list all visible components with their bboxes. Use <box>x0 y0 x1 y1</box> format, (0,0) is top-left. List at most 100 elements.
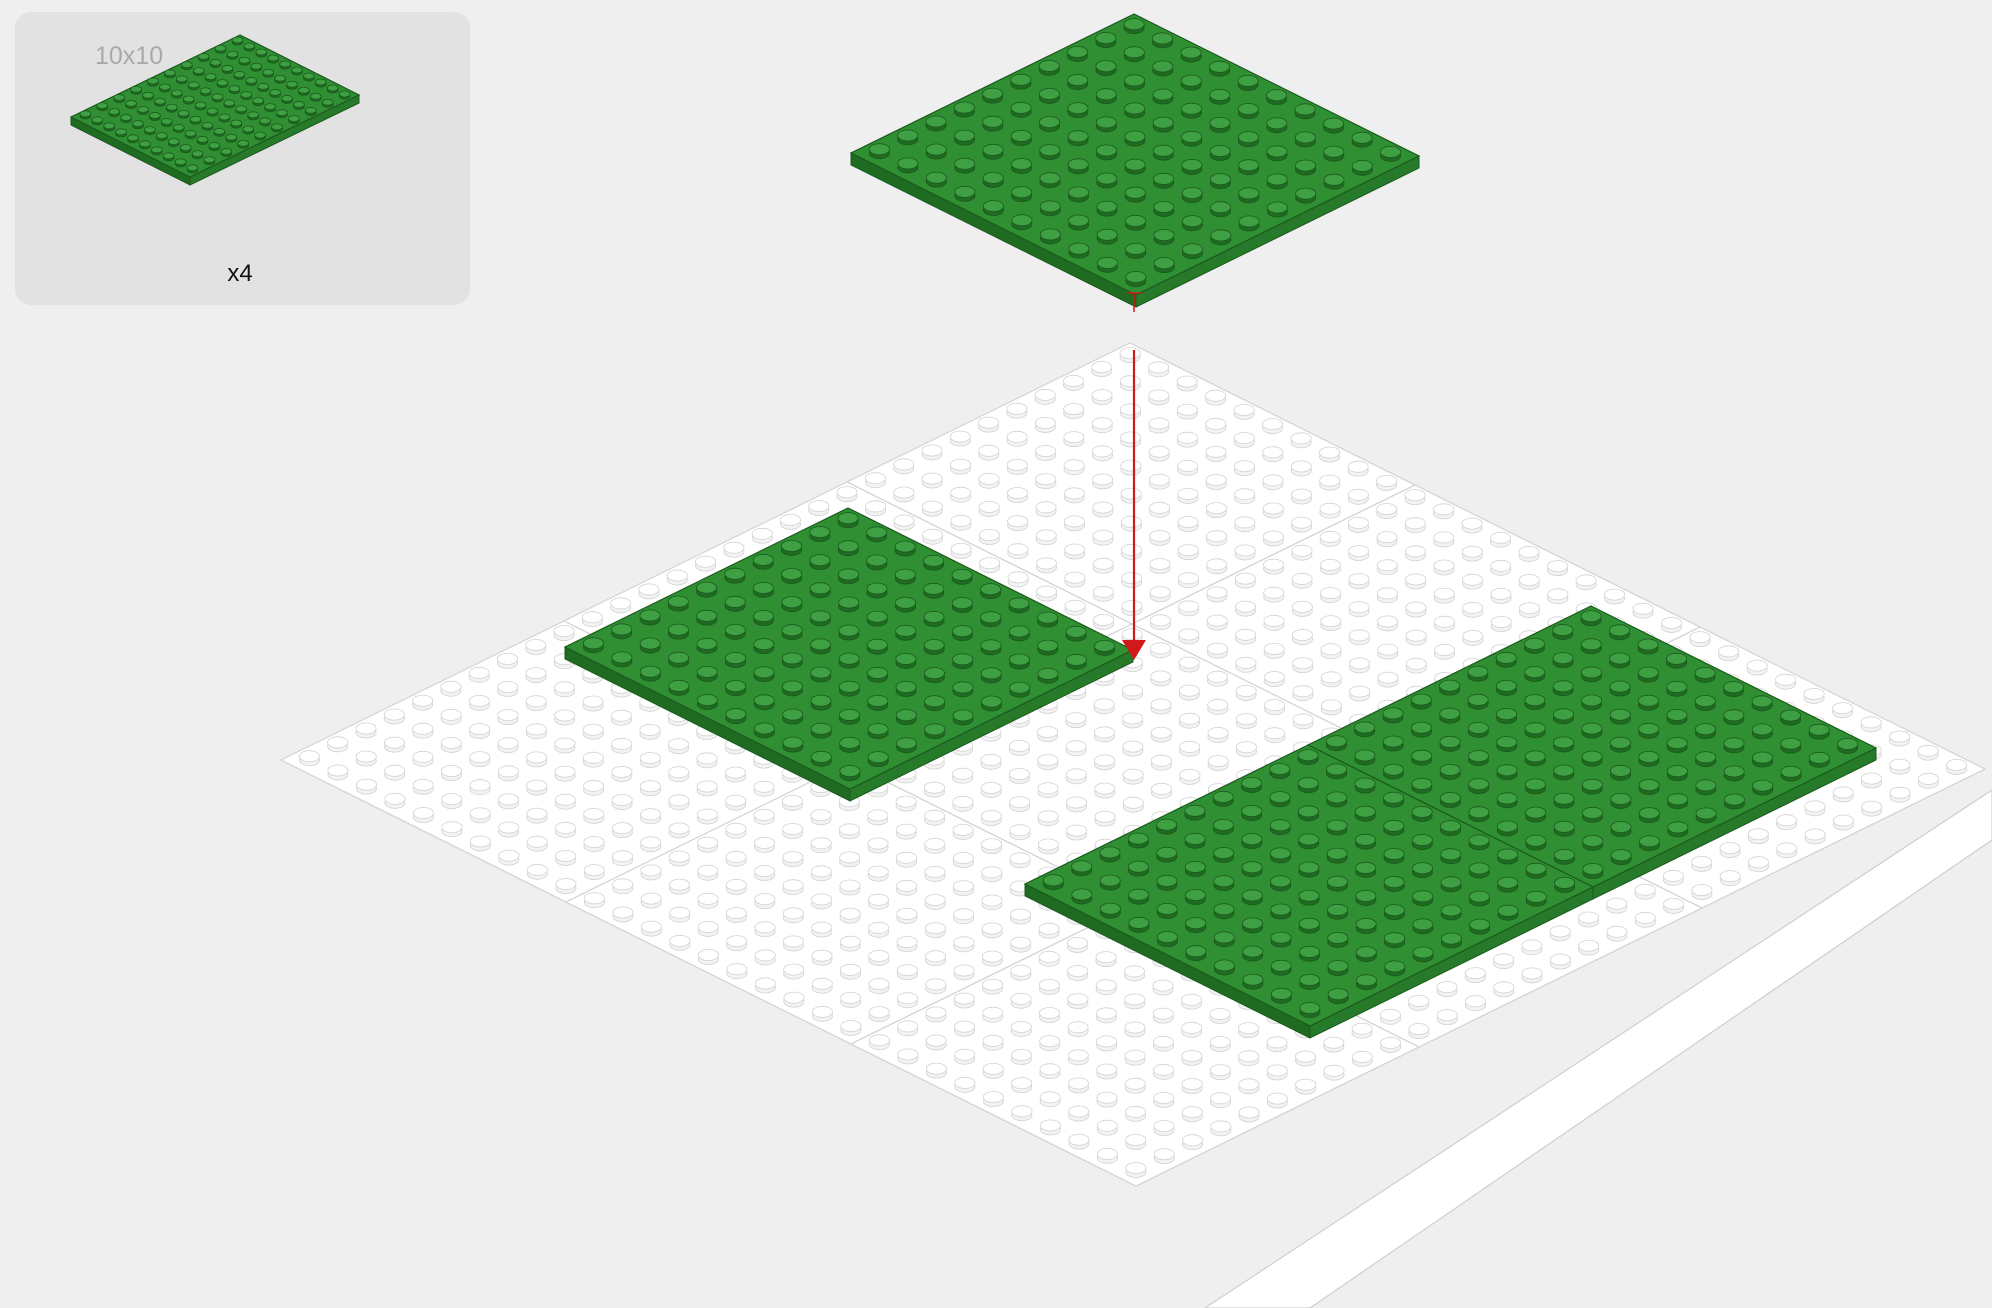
stud <box>151 147 162 155</box>
stud <box>1320 531 1340 546</box>
stud <box>1093 614 1113 629</box>
stud <box>1067 937 1087 952</box>
stud <box>755 894 775 909</box>
stud <box>954 130 974 145</box>
stud <box>1411 722 1431 737</box>
stud <box>983 116 1003 131</box>
stud <box>1092 474 1112 489</box>
stud <box>239 57 250 65</box>
stud <box>1326 764 1346 779</box>
stud <box>981 782 1001 797</box>
stud <box>754 667 774 682</box>
stud <box>1748 829 1768 844</box>
stud <box>697 610 717 625</box>
stud <box>1214 876 1234 891</box>
stud <box>1242 862 1262 877</box>
stud <box>669 652 689 667</box>
stud <box>1804 688 1824 703</box>
stud <box>221 148 232 156</box>
stud <box>1206 418 1226 433</box>
stud <box>780 514 800 529</box>
stud <box>1012 187 1032 202</box>
stud <box>923 555 943 570</box>
stud <box>727 964 747 979</box>
stud <box>1094 640 1114 655</box>
stud <box>1095 811 1115 826</box>
stud <box>981 696 1001 711</box>
stud <box>1497 737 1517 752</box>
stud <box>954 909 974 924</box>
stud <box>104 123 115 131</box>
stud <box>1181 103 1201 118</box>
stud <box>255 132 266 140</box>
stud <box>1236 685 1256 700</box>
stud <box>1355 834 1375 849</box>
stud <box>1295 1051 1315 1066</box>
stud <box>1092 446 1112 461</box>
stud <box>1121 544 1141 559</box>
stud <box>1122 572 1142 587</box>
stud <box>1554 765 1574 780</box>
stud <box>1152 33 1172 48</box>
stud <box>926 172 946 187</box>
stud <box>526 696 546 711</box>
stud <box>139 141 150 149</box>
stud <box>499 822 519 837</box>
stud <box>1012 1078 1032 1093</box>
stud <box>1724 710 1744 725</box>
stud <box>755 978 775 993</box>
stud <box>1096 89 1116 104</box>
stud <box>812 922 832 937</box>
stud <box>897 908 917 923</box>
stud <box>1242 890 1262 905</box>
stud <box>1068 159 1088 174</box>
stud <box>810 583 830 598</box>
stud <box>253 98 264 106</box>
stud <box>156 133 167 141</box>
stud <box>1377 616 1397 631</box>
stud <box>1185 889 1205 904</box>
stud <box>641 865 661 880</box>
stud <box>1582 779 1602 794</box>
stud <box>1696 808 1716 823</box>
stud <box>982 88 1002 103</box>
stud <box>1243 974 1263 989</box>
stud <box>554 626 574 641</box>
stud <box>810 611 830 626</box>
stud <box>1125 1050 1145 1065</box>
stud <box>1356 918 1376 933</box>
stud <box>1011 993 1031 1008</box>
stud <box>1151 727 1171 742</box>
stud <box>1239 1079 1259 1094</box>
stud <box>1638 695 1658 710</box>
stud <box>193 68 204 76</box>
stud <box>925 866 945 881</box>
stud <box>1356 890 1376 905</box>
stud <box>695 556 715 571</box>
stud <box>867 611 887 626</box>
stud <box>922 445 942 460</box>
stud <box>1178 488 1198 503</box>
stud <box>1096 952 1116 967</box>
stud <box>982 895 1002 910</box>
stud <box>670 935 690 950</box>
stud <box>811 810 831 825</box>
stud <box>1235 573 1255 588</box>
stud <box>726 795 746 810</box>
stud <box>1235 517 1255 532</box>
stud <box>981 612 1001 627</box>
stud <box>1833 815 1853 830</box>
stud <box>1690 632 1710 647</box>
stud <box>1210 1065 1230 1080</box>
stud <box>1036 586 1056 601</box>
stud <box>1209 61 1229 76</box>
stud <box>1437 981 1457 996</box>
stud <box>1243 946 1263 961</box>
stud <box>1153 145 1173 160</box>
stud <box>895 569 915 584</box>
stud <box>1123 713 1143 728</box>
stud <box>1292 545 1312 560</box>
stud <box>1380 146 1400 161</box>
stud <box>783 709 803 724</box>
stud <box>1124 47 1144 62</box>
